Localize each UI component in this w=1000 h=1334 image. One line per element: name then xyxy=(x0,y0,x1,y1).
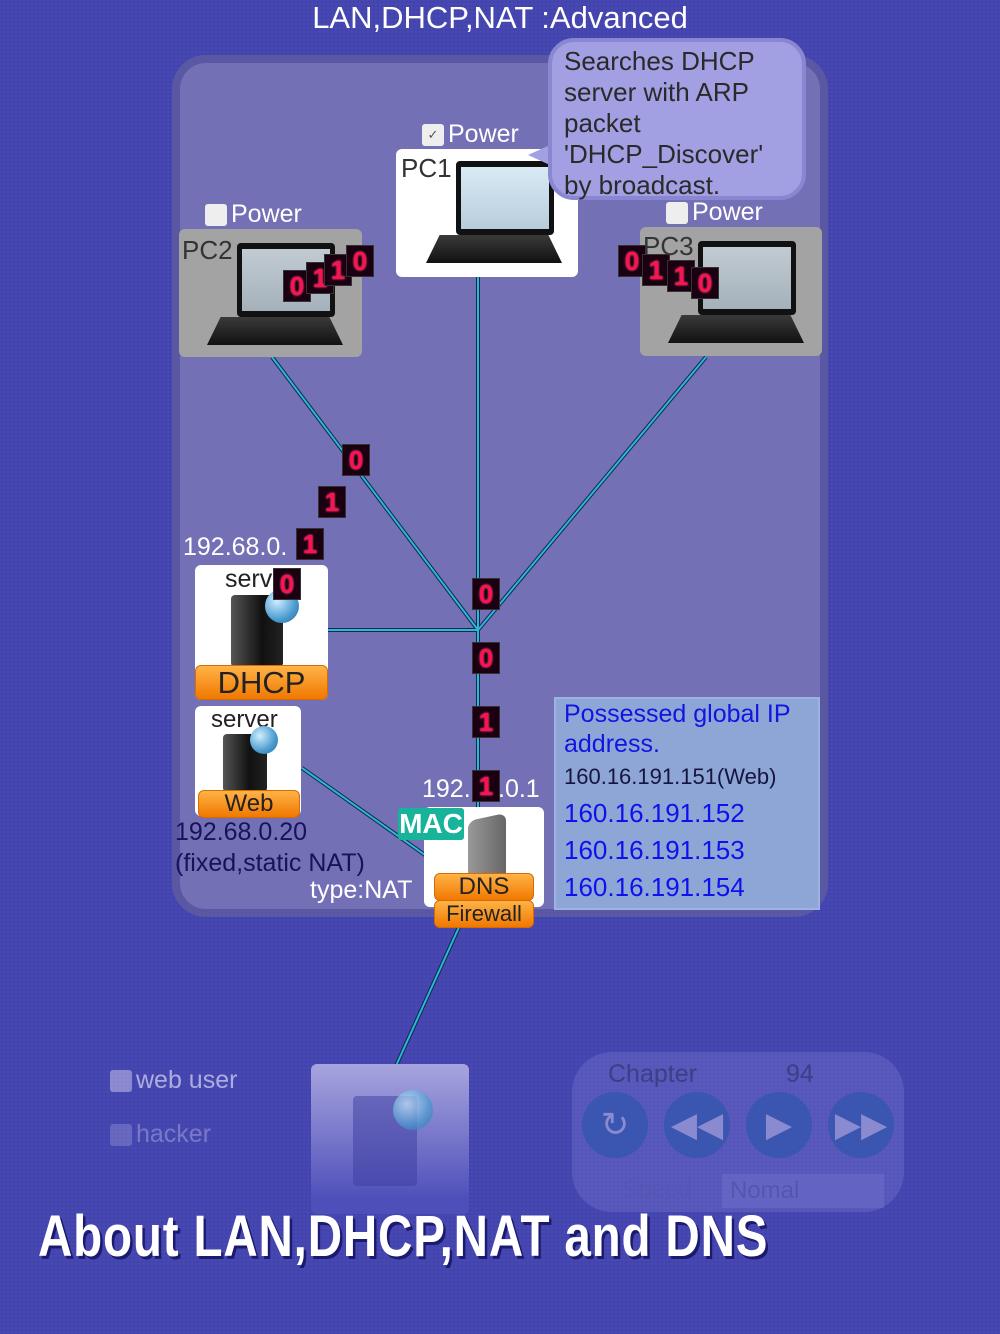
global-ip-item: 160.16.191.153 xyxy=(564,835,745,865)
hacker-label: hacker xyxy=(136,1120,212,1148)
packet-bit: 1 xyxy=(667,260,695,292)
checkbox-unchecked-icon[interactable] xyxy=(666,201,688,224)
pc2-label: PC2 xyxy=(182,235,233,265)
pc1-power-toggle[interactable]: ✓ Power xyxy=(422,120,519,149)
dhcp-server-label: serv xyxy=(225,565,273,593)
laptop-icon xyxy=(664,239,804,349)
web-server-device[interactable]: server Web xyxy=(195,706,301,818)
replay-button[interactable]: ↻ xyxy=(582,1092,648,1158)
pc2-device[interactable]: PC2 xyxy=(179,229,362,357)
caption: About LAN,DHCP,NAT and DNS xyxy=(38,1204,769,1269)
global-ip-heading: Possessed global IP address. xyxy=(564,700,791,758)
web-user-label: web user xyxy=(136,1066,238,1094)
checkbox-unchecked-icon[interactable] xyxy=(205,203,227,226)
router-ip-left: 192. xyxy=(422,775,471,803)
replay-icon: ↻ xyxy=(600,1106,630,1144)
page-title: LAN,DHCP,NAT :Advanced xyxy=(312,0,688,35)
global-ip-item: 160.16.191.152 xyxy=(564,798,745,828)
router-type-label: type:NAT xyxy=(310,876,413,904)
dhcp-tag: DHCP xyxy=(195,665,328,700)
packet-bit: 0 xyxy=(273,568,301,600)
checkbox-unchecked-icon[interactable] xyxy=(110,1069,132,1092)
pc1-label: PC1 xyxy=(401,153,452,183)
play-button[interactable]: ▶ xyxy=(746,1092,812,1158)
pc1-device[interactable]: PC1 xyxy=(396,149,578,277)
dhcp-ip-label: 192.68.0. xyxy=(183,533,288,561)
packet-bit: 1 xyxy=(642,254,670,286)
fast-forward-icon: ▶▶ xyxy=(834,1106,888,1144)
packet-bit: 1 xyxy=(296,528,324,560)
web-user-toggle[interactable]: web user xyxy=(110,1066,237,1095)
speed-label: Speed xyxy=(622,1176,692,1203)
packet-bit: 1 xyxy=(318,486,346,518)
laptop-icon xyxy=(203,241,343,351)
web-tag: Web xyxy=(198,790,300,818)
packet-bit: 0 xyxy=(691,267,719,299)
chapter-number: 94 xyxy=(786,1060,814,1088)
playback-controls: Chapter 94 ↻ ◀◀ ▶ ▶▶ Speed Nomal xyxy=(572,1052,904,1212)
pc2-power-label: Power xyxy=(231,200,302,228)
laptop-icon xyxy=(422,159,562,269)
pc2-power-toggle[interactable]: Power xyxy=(205,200,302,229)
global-ip-box: Possessed global IP address. 160.16.191.… xyxy=(554,697,820,910)
web-server-ip: 192.68.0.20 xyxy=(175,818,308,846)
packet-bit: 0 xyxy=(472,642,500,674)
chapter-label: Chapter xyxy=(608,1060,697,1088)
packet-bit: 1 xyxy=(472,770,500,802)
pc1-power-label: Power xyxy=(448,120,519,148)
web-server-nat-note: (fixed,static NAT) xyxy=(175,849,365,877)
pc3-power-toggle[interactable]: Power xyxy=(666,198,763,227)
packet-bit: 0 xyxy=(472,578,500,610)
speed-select[interactable]: Nomal xyxy=(722,1174,884,1208)
rewind-button[interactable]: ◀◀ xyxy=(664,1092,730,1158)
packet-bit: 0 xyxy=(618,245,646,277)
dhcp-server-device[interactable]: serv DHCP xyxy=(195,565,328,700)
fast-forward-button[interactable]: ▶▶ xyxy=(828,1092,894,1158)
mac-badge: MAC xyxy=(398,808,464,840)
globe-icon xyxy=(393,1090,433,1130)
explanation-bubble: Searches DHCP server with ARP packet 'DH… xyxy=(548,38,806,200)
globe-icon xyxy=(250,726,278,754)
router-ip-right: .0.1 xyxy=(498,775,540,803)
packet-bit: 0 xyxy=(346,245,374,277)
checkbox-unchecked-icon[interactable] xyxy=(110,1123,132,1146)
rewind-icon: ◀◀ xyxy=(670,1106,724,1144)
dns-tag: DNS xyxy=(434,873,534,901)
play-icon: ▶ xyxy=(765,1106,793,1144)
internet-web-server[interactable] xyxy=(311,1064,469,1214)
global-ip-web: 160.16.191.151(Web) xyxy=(564,764,777,789)
hacker-toggle[interactable]: hacker xyxy=(110,1120,211,1149)
checkbox-checked-icon[interactable]: ✓ xyxy=(422,123,444,146)
global-ip-item: 160.16.191.154 xyxy=(564,872,745,902)
packet-bit: 0 xyxy=(342,444,370,476)
bubble-tail xyxy=(528,145,550,165)
router-device[interactable]: DNS xyxy=(424,807,544,907)
packet-bit: 1 xyxy=(472,706,500,738)
pc3-power-label: Power xyxy=(692,198,763,226)
firewall-tag: Firewall xyxy=(434,900,534,928)
